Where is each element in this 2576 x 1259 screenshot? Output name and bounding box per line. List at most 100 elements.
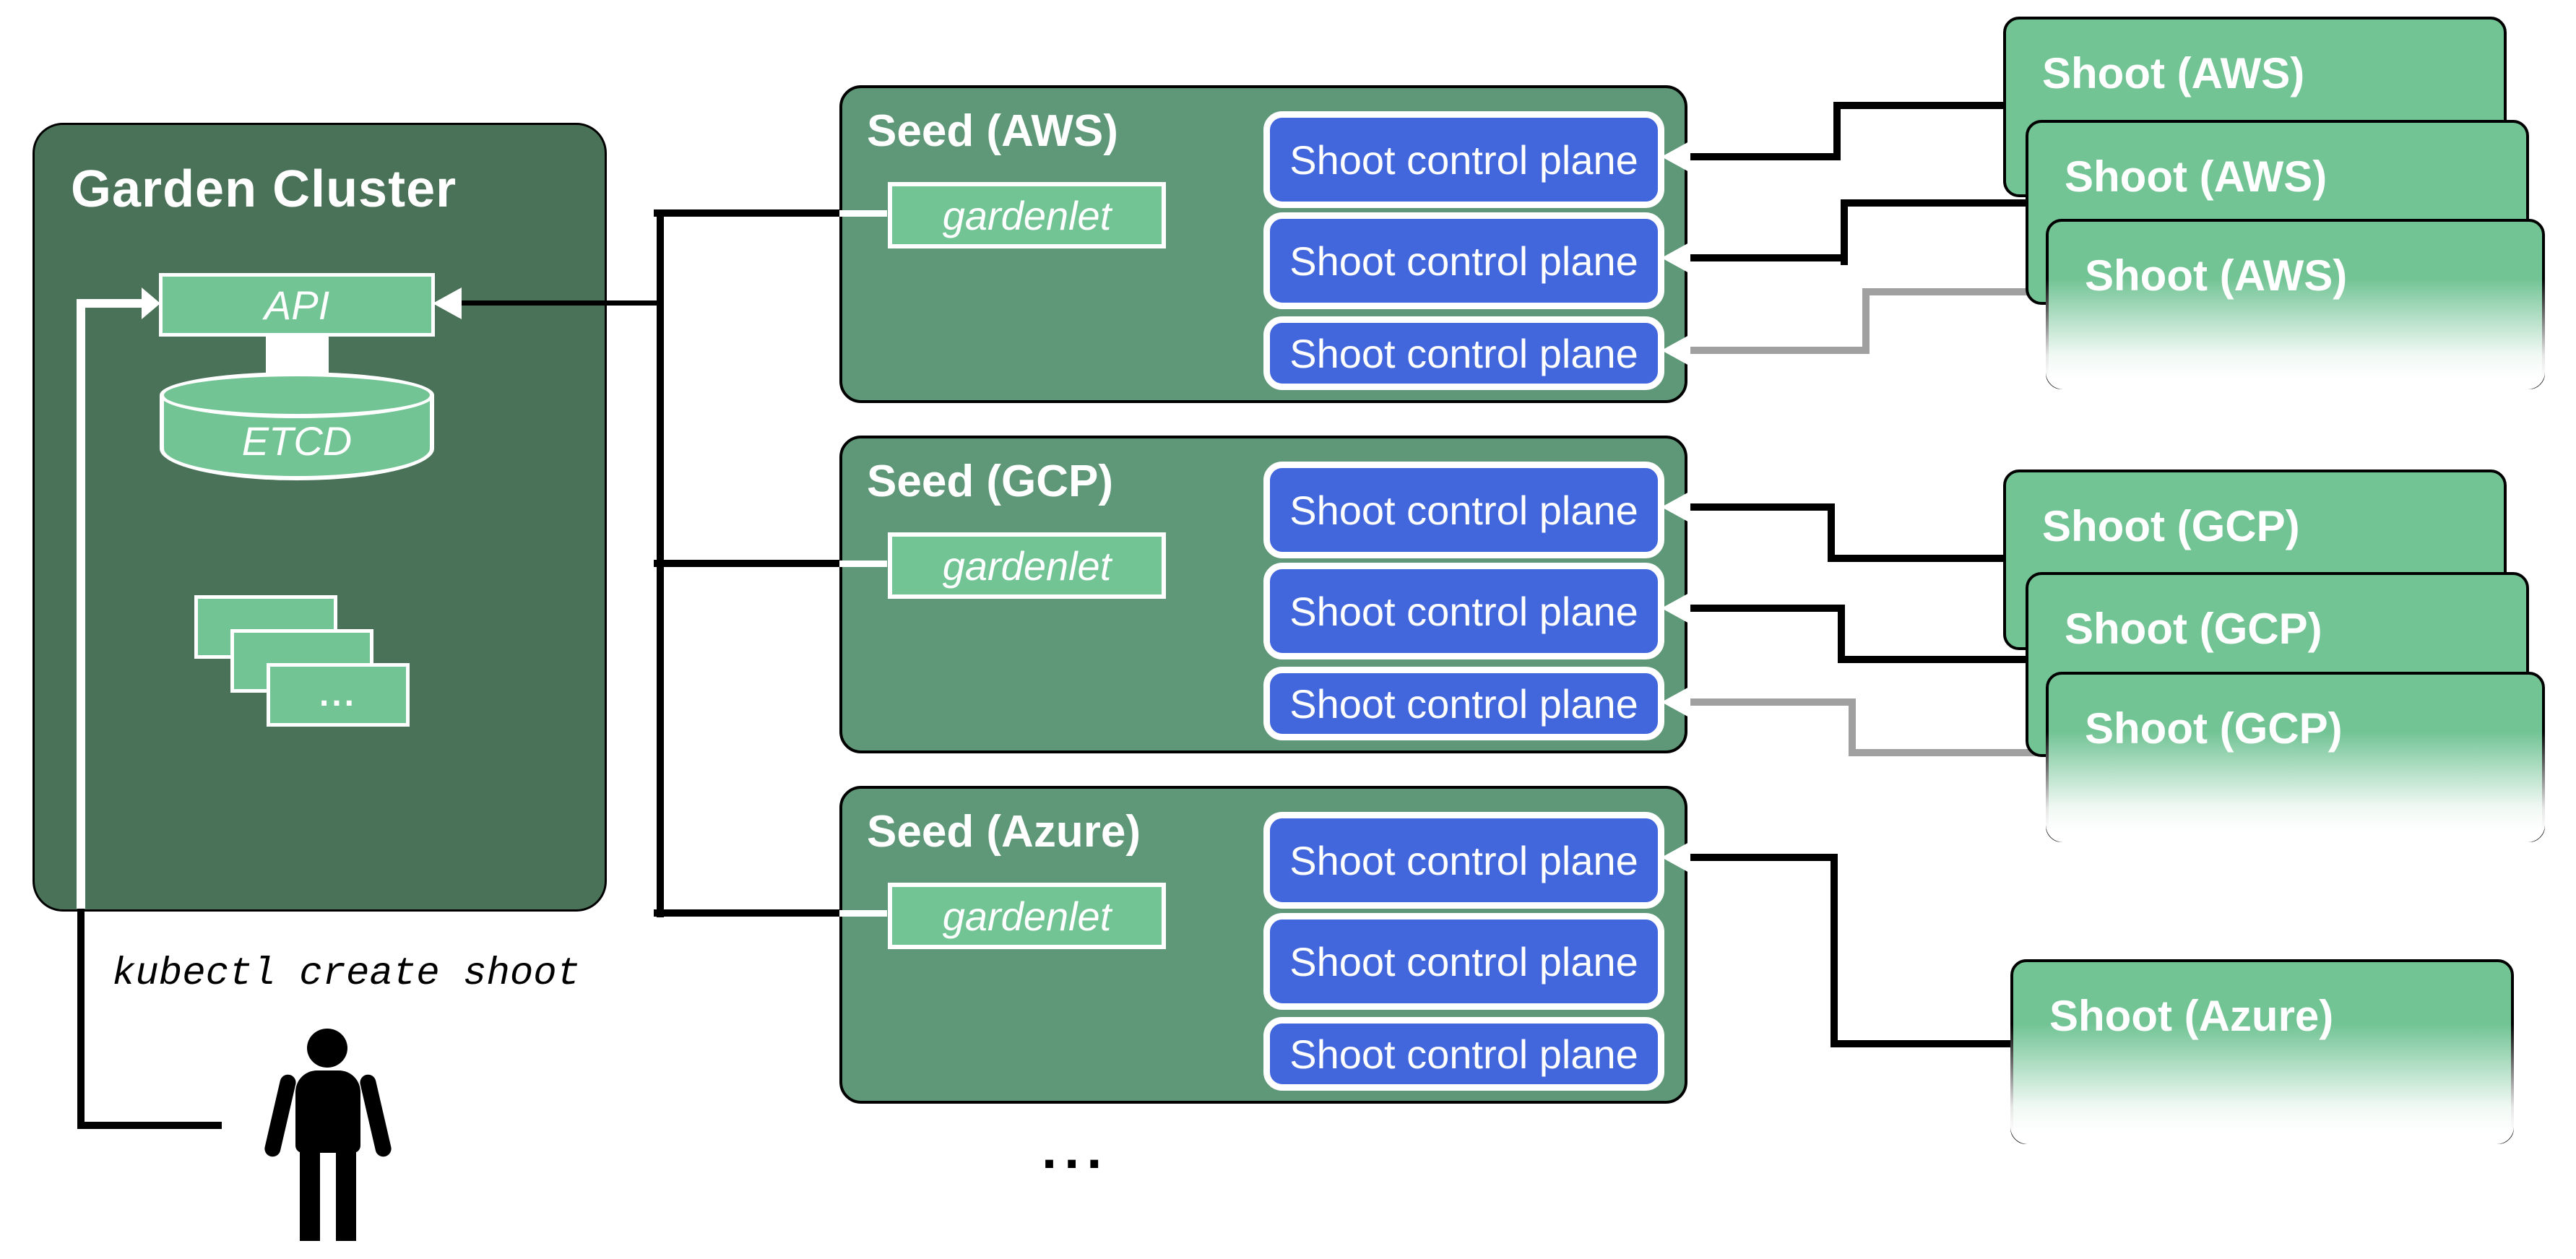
line-shoot-aws3 xyxy=(1690,347,1870,354)
line-shoot-gcp2 xyxy=(1838,656,2030,663)
shoot-control-plane-aws-1: Shoot control plane xyxy=(1263,111,1664,208)
etcd-cylinder: ETCD xyxy=(160,372,434,480)
line-shoot-aws2 xyxy=(1841,199,1848,265)
person-arm-right xyxy=(358,1073,393,1159)
branch-aws-white xyxy=(839,210,887,217)
feedback-line-horizontal-white xyxy=(77,299,142,308)
person-leg-left xyxy=(300,1151,320,1241)
shoot-control-plane-azure-1: Shoot control plane xyxy=(1263,812,1664,909)
person-icon xyxy=(263,1029,393,1242)
shoot-box-azure-1: Shoot (Azure) xyxy=(2010,959,2514,1144)
gardenlet-label: gardenlet xyxy=(942,192,1112,238)
arrow-cp-azure-1 xyxy=(1661,842,1690,873)
line-shoot-aws1 xyxy=(1833,102,1841,160)
line-shoot-gcp2 xyxy=(1838,605,1845,663)
seed-box-gcp: Seed (GCP) gardenlet Shoot control plane… xyxy=(839,436,1687,753)
line-shoot-azure1 xyxy=(1831,1040,2015,1047)
shoot-control-plane-azure-3: Shoot control plane xyxy=(1263,1017,1664,1091)
arrow-into-api-left xyxy=(142,287,160,319)
arrow-cp-aws-2 xyxy=(1661,242,1690,274)
line-shoot-gcp1 xyxy=(1828,503,1835,562)
feedback-line-vertical-white xyxy=(77,300,85,909)
gardenlet-label: gardenlet xyxy=(942,893,1112,939)
line-shoot-gcp3 xyxy=(1849,698,1856,756)
gardenlet-box-gcp: gardenlet xyxy=(888,532,1166,599)
shoot-title: Shoot (GCP) xyxy=(2065,605,2322,653)
feedback-line-horizontal-black xyxy=(77,1122,222,1129)
control-plane-label: Shoot control plane xyxy=(1289,137,1638,183)
api-to-trunk-line xyxy=(462,300,661,306)
shoot-box-gcp-3: Shoot (GCP) xyxy=(2046,672,2545,842)
api-label: API xyxy=(264,282,330,328)
shoot-title: Shoot (GCP) xyxy=(2042,502,2300,550)
branch-azure-black xyxy=(654,909,839,917)
seed-title-gcp: Seed (GCP) xyxy=(867,457,1114,506)
garden-cluster-title: Garden Cluster xyxy=(71,160,457,218)
arrow-into-api-right xyxy=(433,287,462,319)
api-etcd-connector xyxy=(266,333,329,376)
seed-box-aws: Seed (AWS) gardenlet Shoot control plane… xyxy=(839,85,1687,403)
line-shoot-aws2 xyxy=(1841,199,2030,207)
seeds-ellipsis: ... xyxy=(1042,1119,1110,1180)
seed-title-aws: Seed (AWS) xyxy=(867,106,1118,156)
kubectl-command: kubectl create shoot xyxy=(112,952,581,996)
etcd-cylinder-top xyxy=(160,372,434,418)
feedback-line-vertical-black xyxy=(77,909,85,1129)
arrow-cp-aws-1 xyxy=(1661,141,1690,173)
control-plane-label: Shoot control plane xyxy=(1289,680,1638,727)
shoot-control-plane-gcp-1: Shoot control plane xyxy=(1263,462,1664,558)
gardenlet-box-aws: gardenlet xyxy=(888,182,1166,248)
shoot-control-plane-aws-2: Shoot control plane xyxy=(1263,212,1664,309)
line-shoot-aws1 xyxy=(1690,153,1841,160)
line-shoot-aws1 xyxy=(1833,102,2007,109)
shoot-title: Shoot (AWS) xyxy=(2085,251,2348,300)
control-plane-label: Shoot control plane xyxy=(1289,487,1638,533)
cluster-stack-card-3: ... xyxy=(267,663,410,727)
arrow-cp-aws-3 xyxy=(1661,334,1690,366)
shoot-title: Shoot (GCP) xyxy=(2085,704,2343,753)
control-plane-label: Shoot control plane xyxy=(1289,938,1638,985)
control-plane-label: Shoot control plane xyxy=(1289,330,1638,376)
branch-gcp-white xyxy=(839,561,887,567)
line-shoot-azure1 xyxy=(1831,854,1838,1047)
line-shoot-gcp3 xyxy=(1690,698,1856,706)
line-shoot-azure1 xyxy=(1690,854,1838,861)
api-box: API xyxy=(159,273,435,337)
shoot-title: Shoot (Azure) xyxy=(2049,992,2334,1040)
person-arm-left xyxy=(263,1073,298,1159)
arrow-cp-gcp-2 xyxy=(1661,592,1690,624)
shoot-control-plane-gcp-3: Shoot control plane xyxy=(1263,667,1664,740)
person-torso xyxy=(295,1070,360,1153)
control-plane-label: Shoot control plane xyxy=(1289,588,1638,634)
gardenlet-label: gardenlet xyxy=(942,542,1112,589)
control-plane-label: Shoot control plane xyxy=(1289,1031,1638,1077)
line-shoot-gcp3 xyxy=(1849,749,2050,756)
shoot-control-plane-azure-2: Shoot control plane xyxy=(1263,913,1664,1010)
seed-box-azure: Seed (Azure) gardenlet Shoot control pla… xyxy=(839,786,1687,1104)
shoot-title: Shoot (AWS) xyxy=(2065,152,2328,201)
branch-aws-black xyxy=(654,209,839,217)
person-head xyxy=(307,1029,347,1068)
shoot-control-plane-gcp-2: Shoot control plane xyxy=(1263,563,1664,659)
shoot-box-aws-3: Shoot (AWS) xyxy=(2046,219,2545,389)
arrow-cp-gcp-3 xyxy=(1661,686,1690,718)
arrow-cp-gcp-1 xyxy=(1661,491,1690,523)
line-shoot-gcp1 xyxy=(1690,503,1835,511)
branch-gcp-black xyxy=(654,560,839,567)
line-shoot-aws2 xyxy=(1690,254,1848,261)
shoot-title: Shoot (AWS) xyxy=(2042,49,2305,98)
line-shoot-gcp2 xyxy=(1690,605,1845,612)
cluster-stack-ellipsis: ... xyxy=(319,675,357,714)
shoot-control-plane-aws-3: Shoot control plane xyxy=(1263,316,1664,390)
line-shoot-gcp1 xyxy=(1828,555,2007,562)
person-leg-right xyxy=(336,1151,356,1241)
control-plane-label: Shoot control plane xyxy=(1289,837,1638,883)
etcd-label: ETCD xyxy=(241,417,353,464)
control-plane-label: Shoot control plane xyxy=(1289,238,1638,284)
garden-cluster-box: Garden Cluster API ETCD ... xyxy=(33,123,607,912)
seed-title-azure: Seed (Azure) xyxy=(867,807,1141,857)
branch-azure-white xyxy=(839,910,887,917)
gardenlet-box-azure: gardenlet xyxy=(888,883,1166,949)
line-shoot-aws3 xyxy=(1862,288,1870,354)
